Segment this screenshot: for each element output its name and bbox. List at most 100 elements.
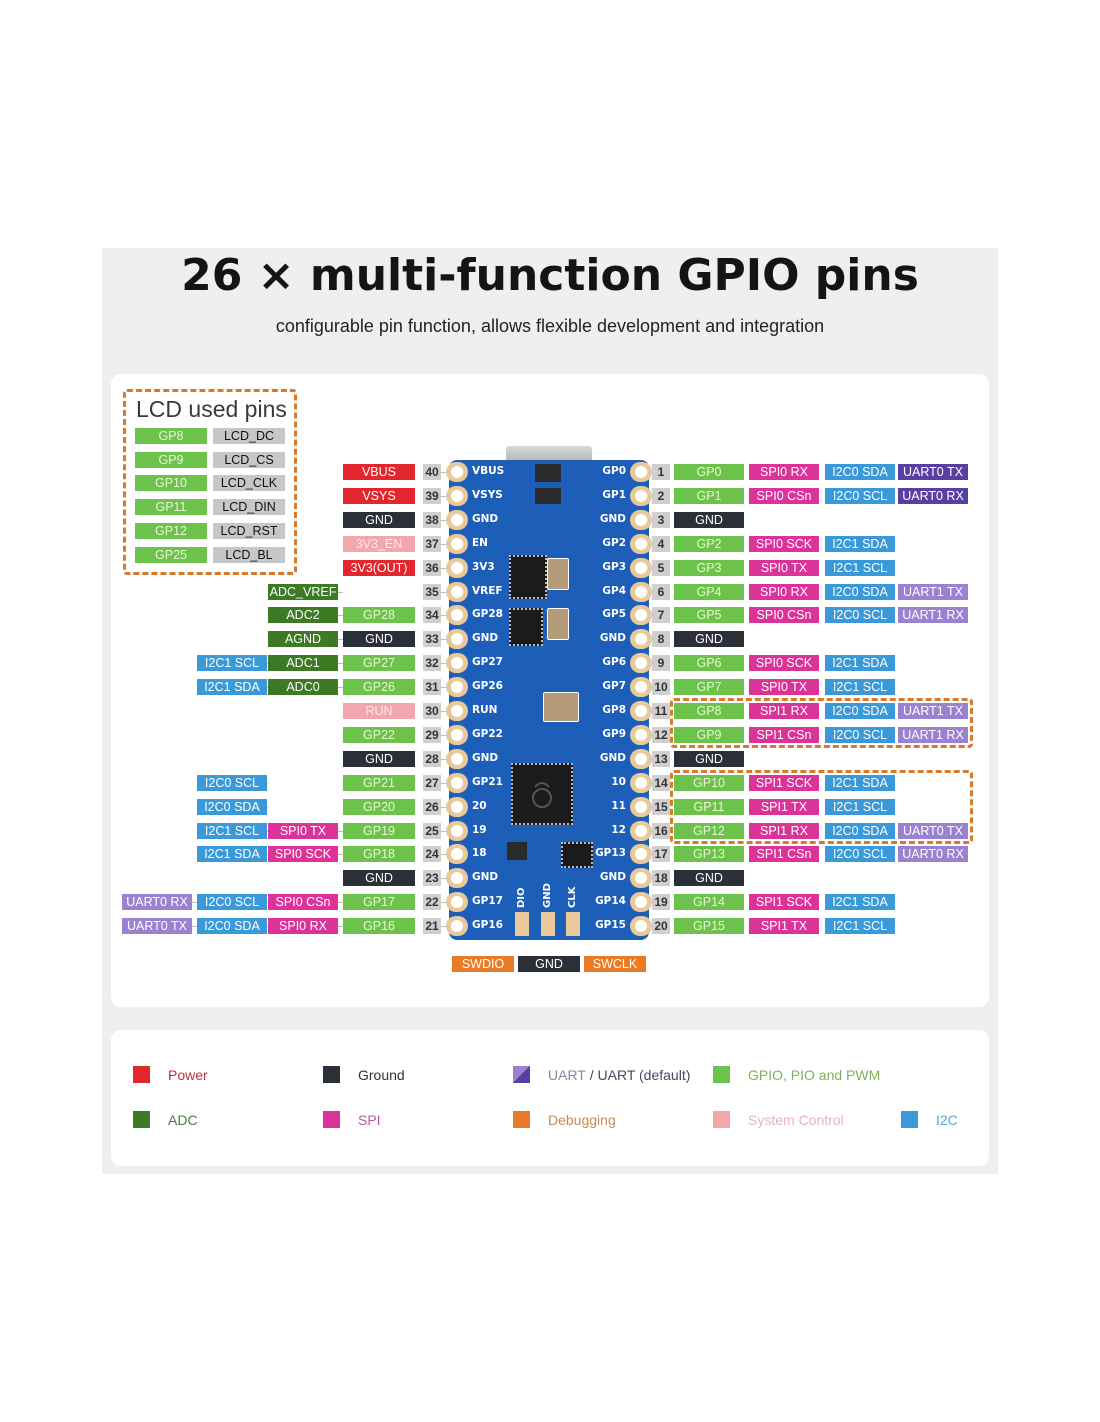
pin-pad — [446, 892, 468, 913]
connector-line — [338, 902, 343, 904]
pin-label-swd-gnd: GND — [518, 956, 580, 972]
pin-pad — [630, 557, 652, 578]
board-label-dio: DIO — [516, 887, 527, 908]
pin-number: 9 — [652, 655, 670, 672]
board-pin-label: GP21 — [472, 775, 503, 788]
pin-number: 13 — [652, 750, 670, 767]
pin-pad — [630, 820, 652, 841]
connector-line — [338, 926, 343, 928]
pin-label-gpio: GP3 — [674, 559, 744, 576]
connector-line — [267, 830, 268, 832]
pin-label-i2c: I2C1 SDA — [825, 655, 895, 672]
pin-pad — [446, 844, 468, 865]
board-pin-label: 20 — [472, 799, 487, 812]
legend-label-default: / UART (default) — [585, 1066, 691, 1083]
connector-line — [338, 663, 343, 665]
pin-label-gpio: GP12 — [674, 822, 744, 839]
board-pin-label: GP4 — [602, 584, 626, 597]
board-pin-label: GP22 — [472, 727, 503, 740]
legend-label: GPIO, PIO and PWM — [748, 1066, 881, 1083]
pin-label-i2c: I2C0 SDA — [197, 798, 267, 815]
pin-label-spi: SPI0 CSn — [268, 894, 338, 911]
pin-label-spi: SPI1 RX — [749, 822, 819, 839]
pin-label-sys: 3V3_EN — [343, 535, 415, 552]
pin-pad — [446, 868, 468, 889]
pin-number: 36 — [423, 559, 441, 576]
pin-label-gpio: GP10 — [674, 774, 744, 791]
pin-label-gnd: GND — [674, 511, 744, 528]
pin-pad — [446, 485, 468, 506]
board-pin-label: GND — [472, 632, 499, 645]
pin-label-i2c: I2C1 SDA — [197, 679, 267, 696]
board-pin-label: GP7 — [602, 680, 626, 693]
board-pin-label: VREF — [472, 584, 503, 597]
pin-number: 37 — [423, 535, 441, 552]
board-pin-label: GP5 — [602, 608, 626, 621]
pin-label-gpio: GP20 — [343, 798, 415, 815]
pin-label-i2c: I2C1 SCL — [825, 679, 895, 696]
pin-label-i2c: I2C0 SCL — [825, 607, 895, 624]
legend-label: UART — [548, 1066, 586, 1083]
pin-pad — [630, 844, 652, 865]
board-pin-label: GND — [472, 871, 499, 884]
lcd-gpio-label: GP11 — [135, 499, 207, 516]
pin-pad — [630, 629, 652, 650]
swdio-pad — [515, 912, 529, 936]
pin-label-spi: SPI1 SCK — [749, 894, 819, 911]
pin-pad — [630, 653, 652, 674]
pin-label-i2c: I2C0 SCL — [197, 894, 267, 911]
pin-label-gpio: GP6 — [674, 655, 744, 672]
pin-number: 17 — [652, 846, 670, 863]
pin-label-uart: UART0 RX — [898, 846, 968, 863]
connector-line — [338, 830, 343, 832]
pin-label-adc: ADC0 — [268, 679, 338, 696]
pin-pad — [630, 485, 652, 506]
pin-label-gpio: GP11 — [674, 798, 744, 815]
pin-pad — [446, 916, 468, 937]
pin-number: 31 — [423, 679, 441, 696]
page-title: 26 × multi-function GPIO pins — [181, 250, 919, 301]
legend-label: ADC — [168, 1111, 198, 1128]
lcd-gpio-label: GP12 — [135, 522, 207, 539]
legend-swatch — [513, 1111, 530, 1128]
board-pin-label: GP3 — [602, 560, 626, 573]
pin-label-adc: ADC2 — [268, 607, 338, 624]
diode-component — [535, 488, 561, 504]
pin-pad — [446, 796, 468, 817]
pin-label-gnd: GND — [343, 750, 415, 767]
lcd-gpio-label: GP9 — [135, 451, 207, 468]
pin-label-spi: SPI0 CSn — [749, 487, 819, 504]
pin-label-spi: SPI1 CSn — [749, 846, 819, 863]
legend-label: Ground — [358, 1066, 405, 1083]
legend-swatch — [133, 1066, 150, 1083]
pin-label-gnd: GND — [674, 750, 744, 767]
pin-label-i2c: I2C1 SDA — [825, 774, 895, 791]
lcd-gpio-label: GP8 — [135, 428, 207, 444]
legend-item: Debugging — [513, 1111, 616, 1128]
pin-pad — [630, 462, 652, 482]
pin-label-uart: UART0 TX — [122, 918, 192, 935]
legend-swatch — [713, 1066, 730, 1083]
pin-label-gpio: GP1 — [674, 487, 744, 504]
pin-label-gpio: GP22 — [343, 726, 415, 743]
raspberry-logo-icon — [532, 782, 552, 808]
board-pin-label: GP16 — [472, 919, 503, 932]
pin-number: 27 — [423, 774, 441, 791]
pin-label-spi: SPI1 CSn — [749, 726, 819, 743]
pin-label-spi: SPI0 RX — [268, 918, 338, 935]
pin-label-uart: UART0 RX — [122, 894, 192, 911]
pin-label-gnd: GND — [343, 870, 415, 887]
pin-number: 21 — [423, 918, 441, 935]
pin-pad — [630, 892, 652, 913]
pin-number: 18 — [652, 870, 670, 887]
pin-pad — [446, 509, 468, 530]
pin-label-uart: UART1 TX — [898, 703, 968, 719]
pin-label-i2c: I2C1 SCL — [197, 655, 267, 672]
board-pin-label: GND — [599, 512, 626, 525]
pin-label-spi: SPI0 CSn — [749, 607, 819, 624]
pin-label-gpio: GP9 — [674, 726, 744, 743]
pin-pad — [446, 605, 468, 626]
pin-pad — [630, 724, 652, 745]
legend-item: GPIO, PIO and PWM — [713, 1066, 880, 1083]
connector-line — [267, 926, 268, 928]
